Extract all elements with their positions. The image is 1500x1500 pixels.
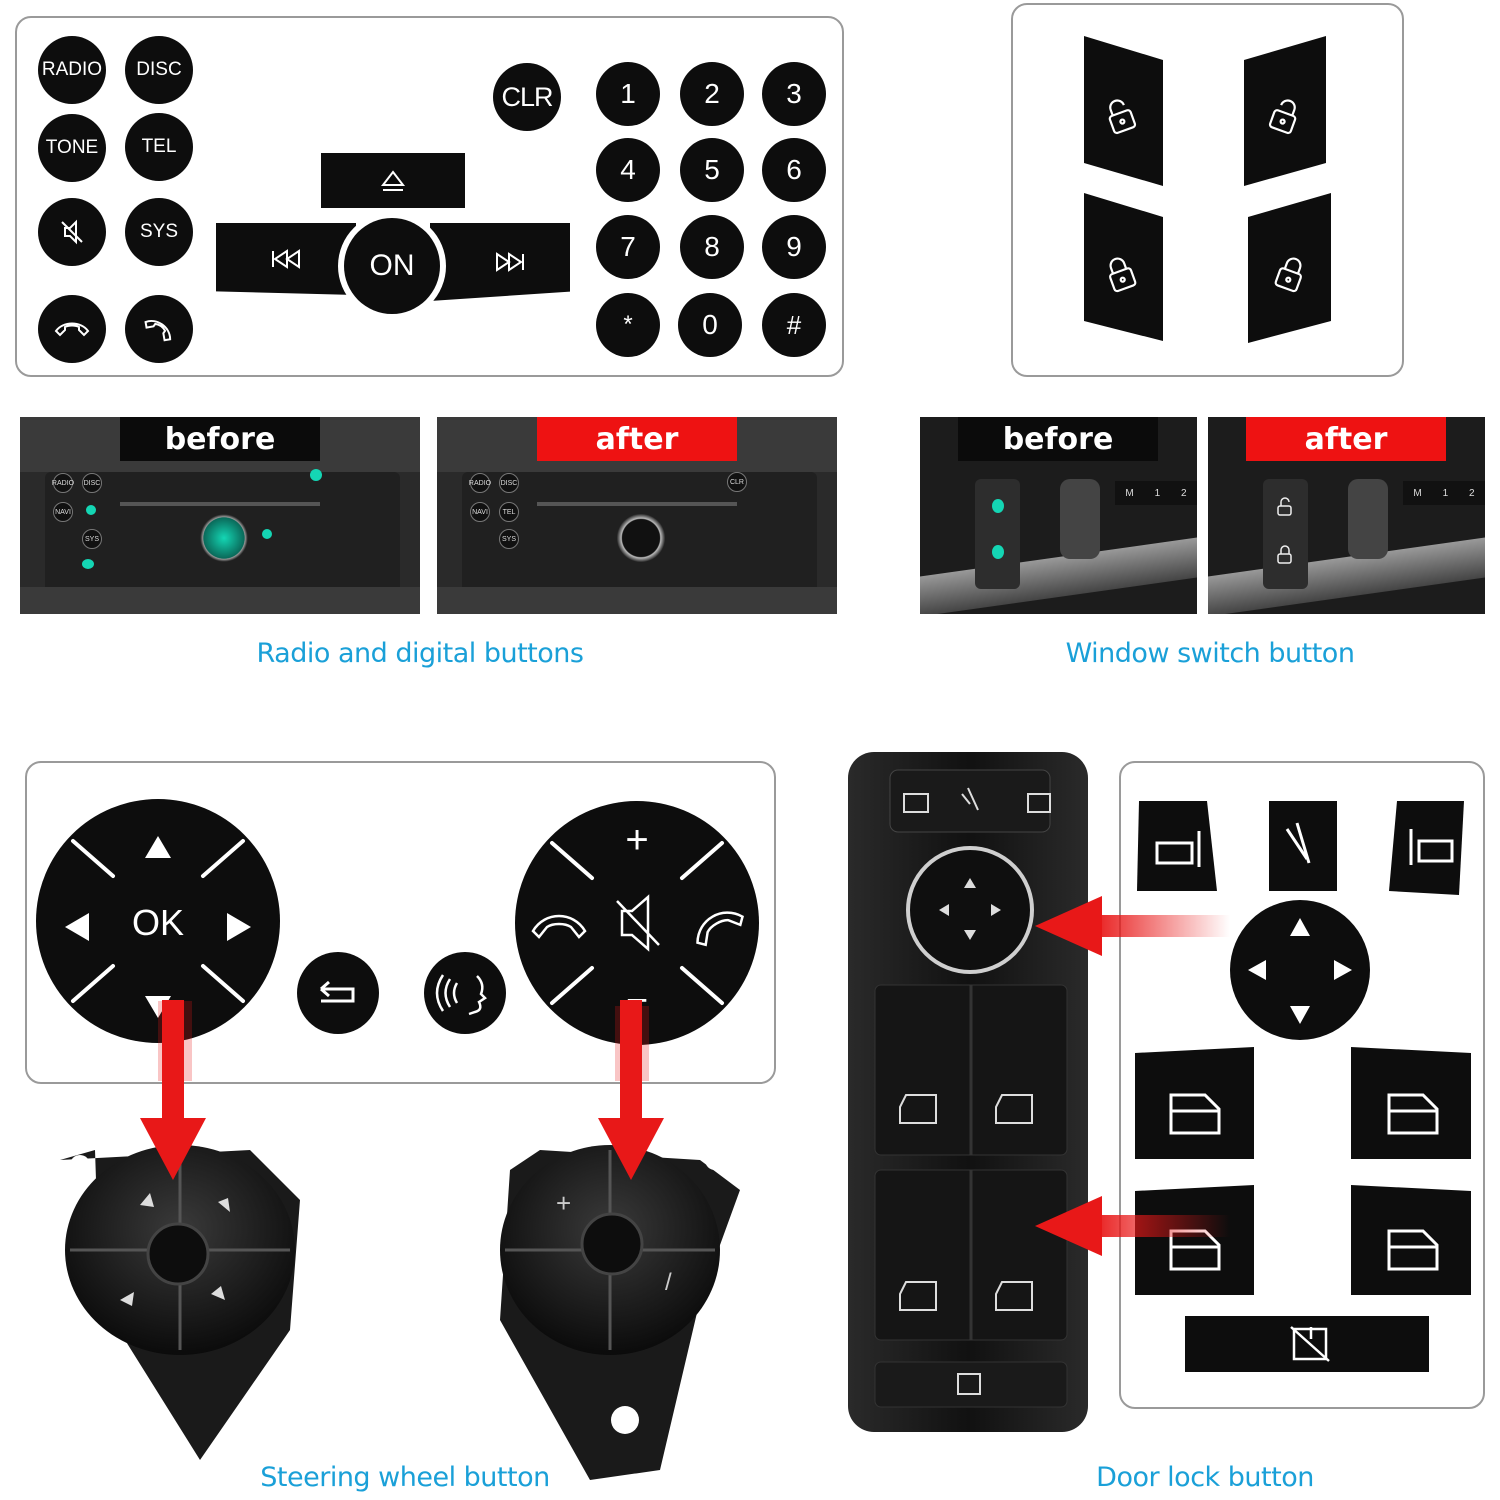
svg-text:+: + bbox=[556, 1188, 571, 1218]
caption-door: Door lock button bbox=[1096, 1462, 1314, 1493]
door-after-photo: M 1 2 after bbox=[1208, 417, 1485, 614]
left-pad bbox=[36, 799, 280, 1043]
radio-mini-button: RADIO bbox=[52, 473, 74, 493]
door-before-photo: M 1 2 before bbox=[920, 417, 1197, 614]
key-1: 1 bbox=[596, 62, 660, 126]
radio-after-photo: RADIO DISC NAVI TEL SYS CLR after bbox=[437, 417, 837, 614]
eject-button bbox=[321, 153, 465, 208]
key-3: 3 bbox=[762, 62, 826, 126]
sys-button: SYS bbox=[125, 198, 193, 266]
key-7: 7 bbox=[596, 215, 660, 279]
worn-button-glow bbox=[992, 499, 1004, 513]
door-stickers bbox=[1135, 801, 1471, 1372]
seat-memory-1: 1 bbox=[1154, 487, 1161, 499]
worn-button-glow bbox=[262, 529, 272, 539]
right-arrow-icon bbox=[227, 913, 251, 941]
call-icon bbox=[144, 320, 172, 342]
unlock-icon bbox=[1277, 497, 1292, 516]
caption-steering: Steering wheel button bbox=[260, 1462, 550, 1493]
seat-memory-2: 2 bbox=[1469, 487, 1475, 499]
window-switch-photo bbox=[848, 752, 1088, 1432]
unlock-icon bbox=[1108, 99, 1297, 135]
red-arrow-icon bbox=[1035, 896, 1230, 956]
seat-memory-1: 1 bbox=[1442, 487, 1449, 499]
seat-memory-m: M bbox=[1413, 487, 1422, 499]
on-button: ON bbox=[338, 212, 446, 320]
window-lock-stickers bbox=[1084, 36, 1331, 343]
radio-before-photo: RADIO DISC NAVI SYS before bbox=[20, 417, 420, 614]
radio-button: RADIO bbox=[38, 36, 106, 104]
key-star: * bbox=[596, 293, 660, 357]
clr-mini-button: CLR bbox=[727, 472, 747, 492]
call-button bbox=[125, 295, 193, 363]
clr-button: CLR bbox=[493, 63, 561, 131]
up-arrow-icon bbox=[145, 836, 171, 858]
key-hash: # bbox=[762, 293, 826, 357]
after-tag: after bbox=[537, 417, 737, 461]
worn-button-glow bbox=[310, 469, 322, 481]
after-tag: after bbox=[1246, 417, 1446, 461]
worn-button-glow bbox=[992, 545, 1004, 559]
sys-mini-button: SYS bbox=[499, 529, 519, 549]
next-track-icon bbox=[496, 252, 524, 272]
left-arrow-icon bbox=[65, 913, 89, 941]
worn-button-glow bbox=[86, 505, 96, 515]
worn-button-glow bbox=[82, 559, 94, 569]
seat-memory-2: 2 bbox=[1181, 487, 1187, 499]
up-arrow-icon bbox=[120, 1193, 230, 1306]
navi-mini-button: NAVI bbox=[53, 502, 73, 522]
hang-up-button bbox=[38, 295, 106, 363]
worn-knob bbox=[200, 514, 248, 562]
next-track-button bbox=[430, 223, 570, 301]
tel-mini-button: TEL bbox=[499, 502, 519, 522]
volume-plus-label: + bbox=[625, 818, 649, 862]
back-icon bbox=[320, 980, 355, 1003]
voice-button bbox=[424, 952, 506, 1034]
radio-mini-button: RADIO bbox=[469, 473, 491, 493]
voice-icon bbox=[435, 974, 487, 1016]
svg-text:/: / bbox=[665, 1269, 672, 1296]
right-pad bbox=[515, 801, 759, 1045]
call-icon bbox=[696, 911, 744, 947]
mute-button bbox=[38, 198, 106, 266]
disc-mini-button: DISC bbox=[82, 473, 102, 493]
lock-icon bbox=[1277, 545, 1292, 564]
key-2: 2 bbox=[680, 62, 744, 126]
restored-knob bbox=[617, 514, 665, 562]
red-arrow-icon bbox=[140, 1000, 664, 1180]
key-4: 4 bbox=[596, 138, 660, 202]
key-0: 0 bbox=[678, 293, 742, 357]
previous-track-button bbox=[216, 223, 356, 295]
before-tag: before bbox=[958, 417, 1158, 461]
seat-memory-m: M bbox=[1125, 487, 1134, 499]
key-8: 8 bbox=[680, 215, 744, 279]
ok-label: OK bbox=[131, 902, 184, 943]
disc-mini-button: DISC bbox=[499, 473, 519, 493]
tel-button: TEL bbox=[125, 113, 193, 181]
steering-module-photos: + / bbox=[60, 1000, 740, 1480]
hang-up-icon bbox=[531, 914, 587, 939]
caption-window: Window switch button bbox=[1065, 638, 1355, 669]
hang-up-icon bbox=[54, 322, 90, 337]
key-6: 6 bbox=[762, 138, 826, 202]
key-5: 5 bbox=[680, 138, 744, 202]
mute-icon bbox=[61, 219, 83, 245]
eject-icon bbox=[380, 169, 406, 191]
on-button-inner: ON bbox=[344, 218, 440, 314]
navi-mini-button: NAVI bbox=[470, 502, 490, 522]
lock-icon bbox=[1109, 257, 1302, 293]
disc-button: DISC bbox=[125, 36, 193, 104]
back-button bbox=[297, 952, 379, 1034]
before-tag: before bbox=[120, 417, 320, 461]
right-steering-module: + / bbox=[500, 1145, 740, 1480]
sys-mini-button: SYS bbox=[82, 529, 102, 549]
previous-track-icon bbox=[272, 249, 300, 269]
mute-icon bbox=[616, 894, 660, 952]
red-arrow-icon bbox=[1035, 1196, 1230, 1256]
caption-radio: Radio and digital buttons bbox=[256, 638, 584, 669]
key-9: 9 bbox=[762, 215, 826, 279]
left-steering-module bbox=[60, 1145, 300, 1460]
tone-button: TONE bbox=[38, 114, 106, 182]
window-sticker-panel bbox=[1011, 3, 1404, 377]
